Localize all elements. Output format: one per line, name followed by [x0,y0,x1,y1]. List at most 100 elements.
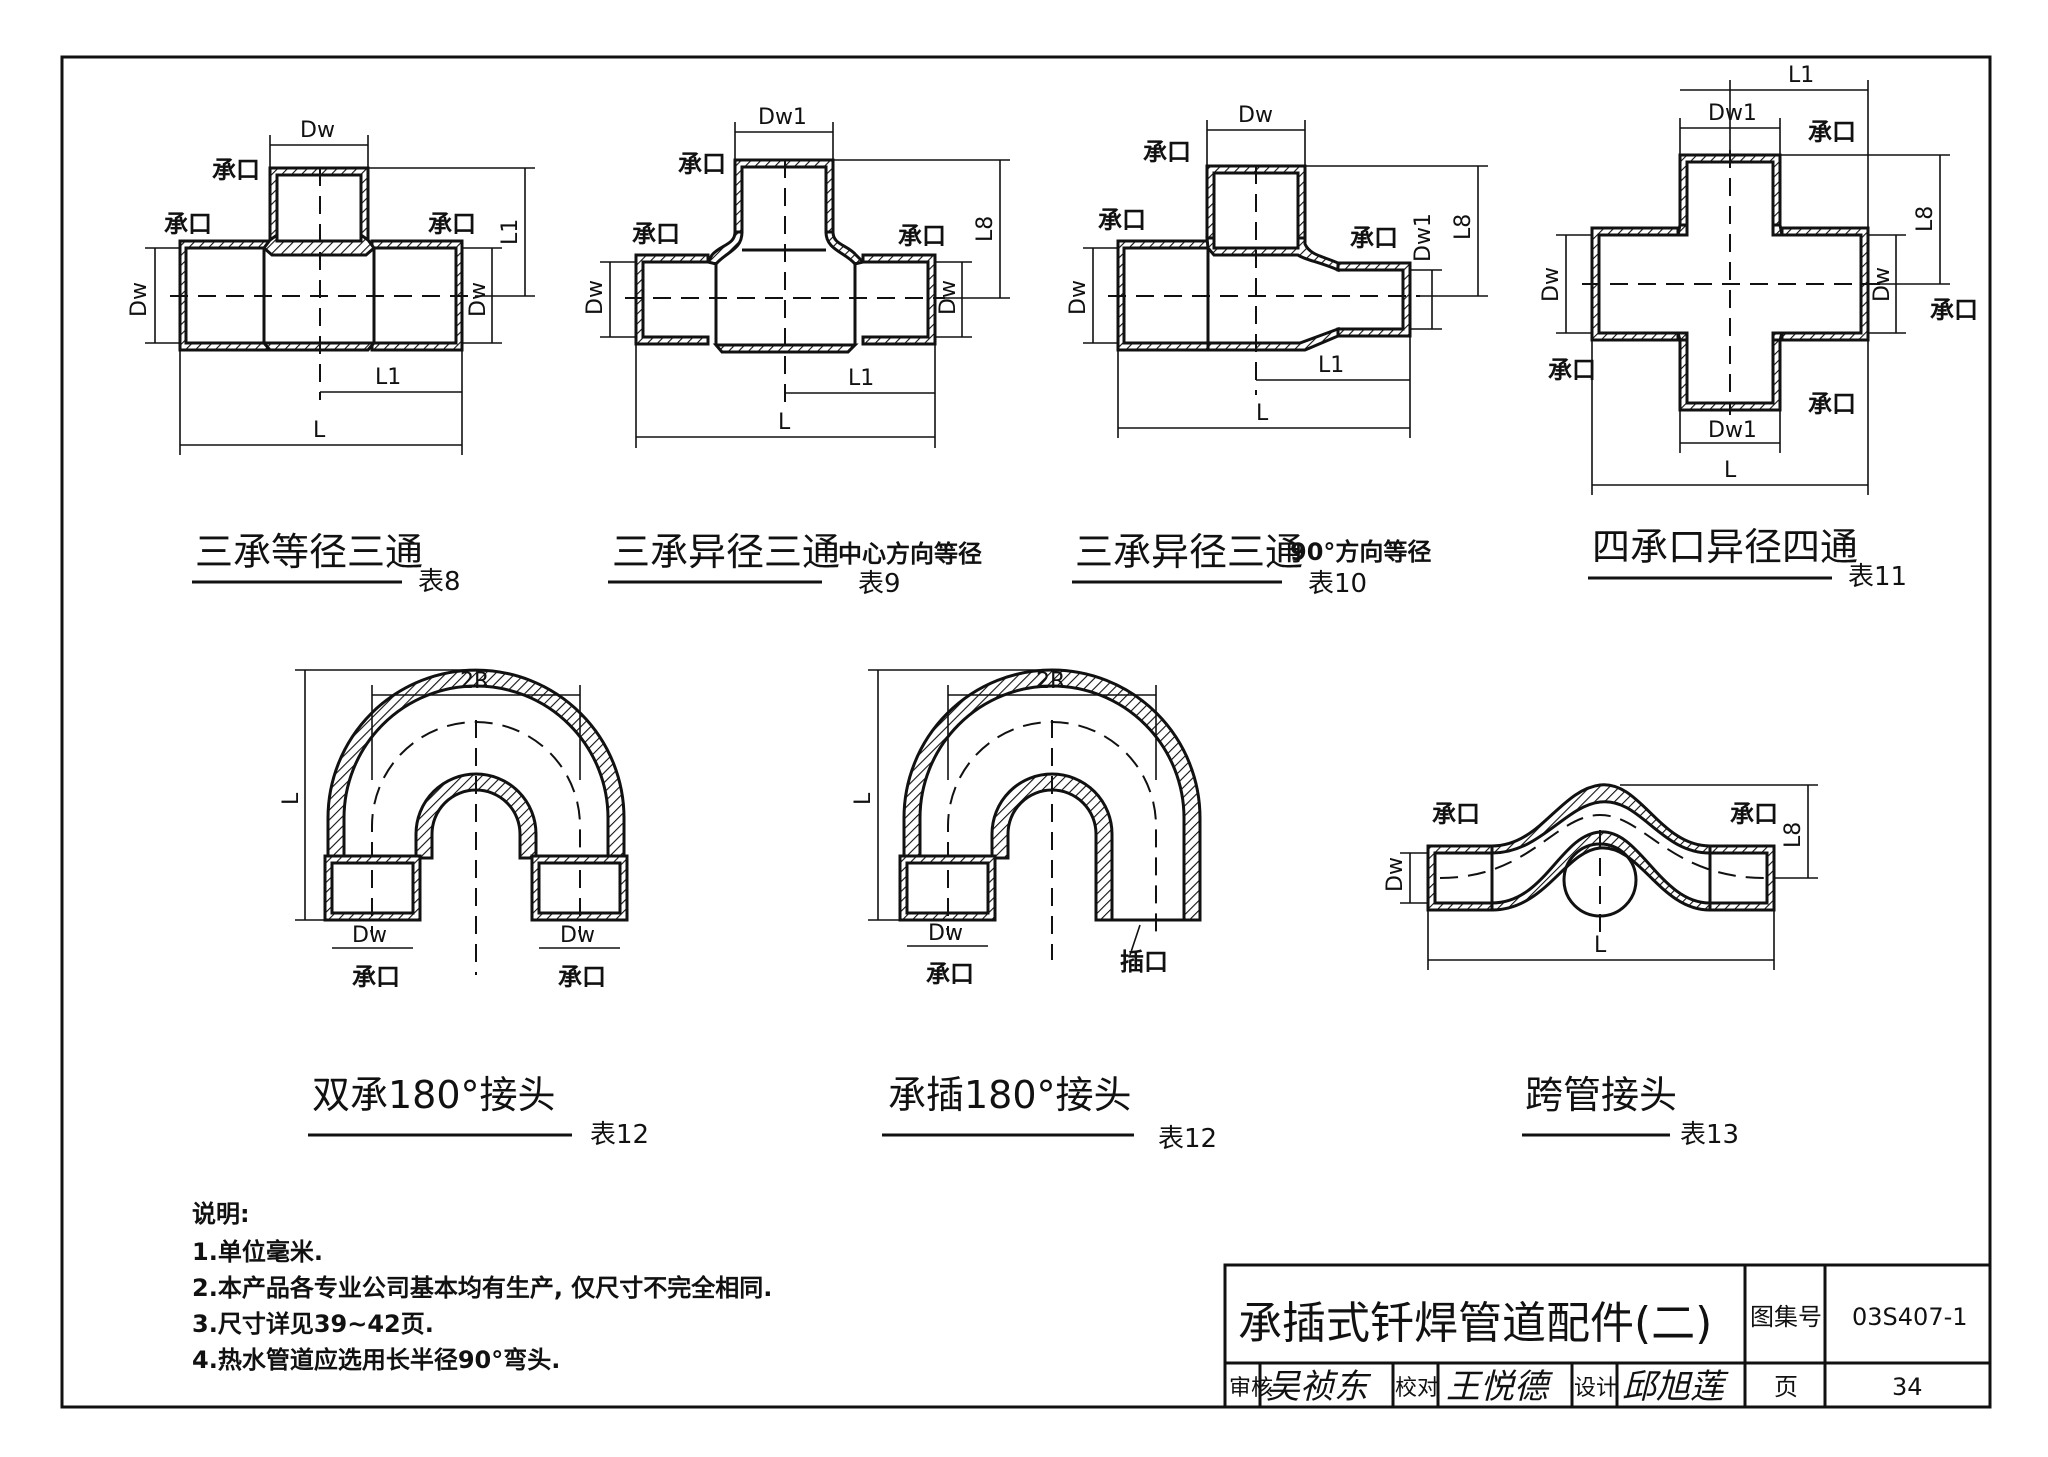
dim-2r: 2R [1036,669,1065,694]
title-block: 承插式钎焊管道配件(二) 图集号 03S407-1 审核 吴祯东 校对 王悦德 … [1223,1263,1992,1409]
caption-note: 90°方向等径 [1290,538,1431,566]
dim-dw: Dw [1870,267,1895,302]
drawing-title: 承插式钎焊管道配件(二) [1238,1298,1712,1349]
notes: 说明: 1.单位毫米. 2.本产品各专业公司基本均有生产, 仅尺寸不完全相同. … [192,1200,772,1374]
label-socket: 承口 [1432,800,1480,828]
fitting-equal-tee: Dw Dw Dw L1 L1 L 承口 承口 承口 [127,118,535,455]
fitting-reducing-cross: L1 Dw1 Dw Dw L8 Dw1 L 承口 承口 承口 承口 [1539,63,1978,495]
notes-heading: 说明: [192,1200,250,1228]
label-socket: 承口 [1098,206,1146,234]
dim-dw: Dw [560,923,595,948]
caption-crossover: 跨管接头 表13 [1522,1073,1739,1150]
dim-l8: L8 [1451,214,1476,240]
label-socket: 承口 [352,963,400,991]
fitting-socket-spigot-180: 2R L Dw 承口 插口 [851,668,1202,988]
dim-dw1: Dw1 [1411,213,1436,262]
dim-l: L [313,418,326,443]
label-socket: 承口 [926,960,974,988]
dim-l: L [1256,401,1269,426]
dim-l8: L8 [1913,206,1938,232]
caption-reducing-tee-center: 三承异径三通 中心方向等径 表9 [608,530,982,599]
dim-dw: Dw [127,282,152,317]
label-socket: 承口 [1548,356,1596,384]
dim-dw: Dw [466,282,491,317]
atlas-number: 03S407-1 [1852,1303,1968,1331]
dim-dw1: Dw1 [758,105,807,130]
label-socket: 承口 [678,150,726,178]
label-socket: 承口 [898,222,946,250]
dim-dw: Dw [352,923,387,948]
caption-title: 双承180°接头 [312,1073,556,1117]
caption-table: 表11 [1848,562,1907,592]
caption-socket-spigot-180: 承插180°接头 表12 [882,1073,1217,1154]
label-socket: 承口 [164,210,212,238]
caption-table: 表10 [1308,569,1367,599]
caption-table: 表12 [1158,1124,1217,1154]
label-socket: 承口 [632,220,680,248]
caption-table: 表9 [858,569,901,599]
dim-l: L [279,792,304,805]
label-socket: 承口 [1808,118,1856,146]
caption-title: 三承异径三通 [1075,530,1303,574]
dim-l1: L1 [375,365,401,390]
fitting-crossover: Dw L8 L 承口 承口 [1383,783,1818,970]
dim-2r: 2R [460,669,489,694]
review-signature: 吴祯东 [1266,1367,1372,1407]
design-signature: 邱旭莲 [1622,1367,1729,1407]
check-label: 校对 [1395,1376,1439,1401]
page-number: 34 [1892,1373,1923,1401]
label-socket: 承口 [1350,224,1398,252]
fitting-reducing-tee-center: Dw1 Dw Dw L8 L1 L 承口 承口 承口 [583,105,1010,448]
note-item: 4.热水管道应选用长半径90°弯头. [192,1346,560,1374]
caption-table: 表8 [418,567,461,597]
dim-dw: Dw [1238,103,1273,128]
dim-l1: L1 [1788,63,1814,88]
dim-dw1: Dw1 [1708,101,1757,126]
review-label: 审核 [1229,1376,1273,1401]
dim-dw1: Dw1 [1708,418,1757,443]
dim-l: L [778,410,791,435]
dim-l1: L1 [498,219,523,245]
dim-l1: L1 [1318,353,1344,378]
caption-table: 表13 [1680,1120,1739,1150]
label-socket: 承口 [1808,390,1856,418]
caption-title: 承插180°接头 [888,1073,1132,1117]
caption-reducing-cross: 四承口异径四通 表11 [1588,525,1907,592]
fitting-reducing-tee-90: Dw Dw Dw1 L8 L1 L 承口 承口 承口 [1066,103,1488,438]
design-label: 设计 [1574,1376,1618,1401]
note-item: 1.单位毫米. [192,1238,323,1266]
fitting-double-socket-180: 2R L Dw Dw 承口 承口 [279,668,629,991]
caption-title: 四承口异径四通 [1592,525,1858,569]
dim-dw: Dw [1383,857,1408,892]
label-socket: 承口 [558,963,606,991]
check-signature: 王悦德 [1446,1367,1553,1407]
caption-title: 三承等径三通 [195,530,423,574]
caption-title: 三承异径三通 [612,530,840,574]
caption-double-socket-180: 双承180°接头 表12 [308,1073,649,1150]
note-item: 2.本产品各专业公司基本均有生产, 仅尺寸不完全相同. [192,1274,772,1302]
page-label: 页 [1774,1373,1798,1401]
caption-equal-tee: 三承等径三通 表8 [192,530,461,597]
label-socket: 承口 [212,156,260,184]
caption-title: 跨管接头 [1525,1073,1677,1117]
drawing-frame [60,55,1992,1409]
dim-dw: Dw [300,118,335,143]
caption-note: 中心方向等径 [838,540,982,568]
dim-l: L [1594,933,1607,958]
dim-l8: L8 [1781,822,1806,848]
note-item: 3.尺寸详见39~42页. [192,1310,434,1338]
dim-l1: L1 [848,366,874,391]
dim-dw: Dw [583,280,608,315]
dim-dw: Dw [1066,280,1091,315]
caption-reducing-tee-90: 三承异径三通 90°方向等径 表10 [1072,530,1431,599]
label-socket: 承口 [1730,800,1778,828]
dim-l: L [851,792,876,805]
dim-dw: Dw [936,280,961,315]
caption-table: 表12 [590,1120,649,1150]
label-spigot: 插口 [1120,948,1168,976]
atlas-label: 图集号 [1750,1303,1822,1331]
label-socket: 承口 [1143,138,1191,166]
dim-l: L [1724,458,1737,483]
dim-dw: Dw [928,921,963,946]
